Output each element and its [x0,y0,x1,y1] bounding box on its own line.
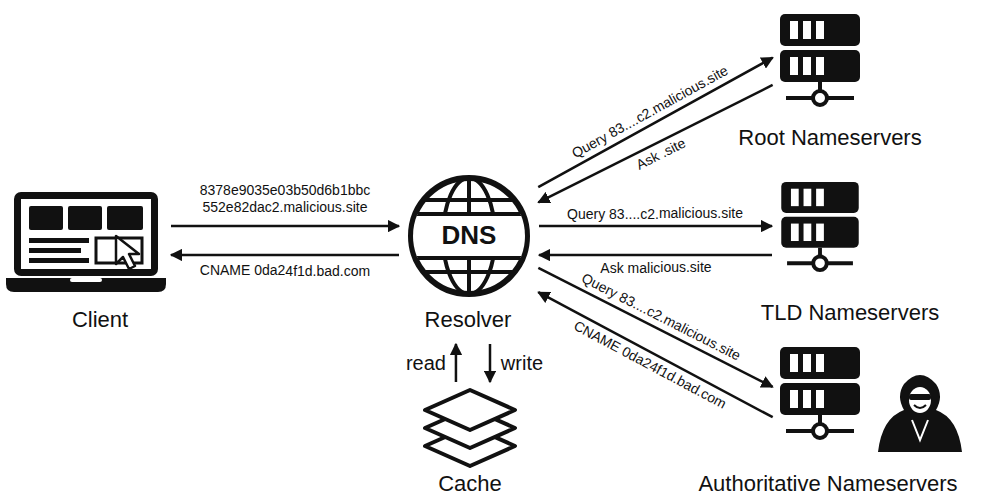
node-label: Authoritative Nameservers [698,471,957,496]
laptop-icon [6,192,166,292]
node-label: Client [72,307,128,332]
screen-panel [107,206,143,230]
node-label: TLD Nameservers [761,300,939,325]
arrow-connector [171,225,399,228]
cache-layer [425,390,515,430]
hacker-face [909,387,931,413]
icon-text: DNS [442,221,497,251]
hacker-mouth [914,405,926,408]
icon-node: Root Nameservers [778,12,862,107]
edge-label: write [501,351,543,375]
laptop-display [21,199,151,269]
server-icon [781,182,858,270]
edge-label: Query 83....c2.malicious.site [569,62,731,162]
arrow-connector [539,254,772,257]
hacker-collar [912,420,928,440]
icon-node: TLD Nameservers [778,180,862,272]
laptop-base [6,278,166,292]
hacker-icon [878,375,962,452]
server-icon [780,347,860,438]
icon-node: Cache [425,388,515,470]
laptop-screen [14,192,158,276]
icon-node: Client [8,190,165,292]
screen-line [29,238,89,243]
edge-label: read [406,351,446,375]
node-label: Root Nameservers [738,125,921,150]
arrow-connector [455,344,458,382]
screen-line [29,258,89,263]
globe-parallel [405,198,533,202]
laptop-notch [70,278,102,282]
edge-label: 8378e9035e03b50d6b1bbc 552e82dac2.malici… [185,182,385,216]
icon-node: Authoritative Nameservers [778,345,862,440]
icon-node: DNS Resolver [405,176,533,338]
node-label: Cache [438,471,502,496]
hacker-glasses [909,394,931,400]
screen-panel [29,206,63,230]
arrow-connector [489,344,492,382]
arrow-connector [538,58,772,187]
arrow-connector [171,254,399,257]
globe-parallel [405,270,533,274]
hacker-hood [878,375,962,452]
globe-band [405,214,533,258]
node-label: Resolver [425,307,512,332]
screen-line [29,248,81,253]
edge-label: CNAME 0da24f1d.bad.com [200,262,370,279]
cache-icon [425,390,515,466]
edge-label: Ask malicious.site [600,259,711,276]
server-icon [780,14,860,105]
globe-grid [405,176,533,296]
edge-label: Query 83....c2.malicious.site [568,205,744,222]
cursor-arrow [116,236,139,269]
globe-icon [405,176,533,296]
screen-panel [68,206,102,230]
arrow-connector [539,225,772,228]
edge-label: Ask .site [633,135,688,174]
